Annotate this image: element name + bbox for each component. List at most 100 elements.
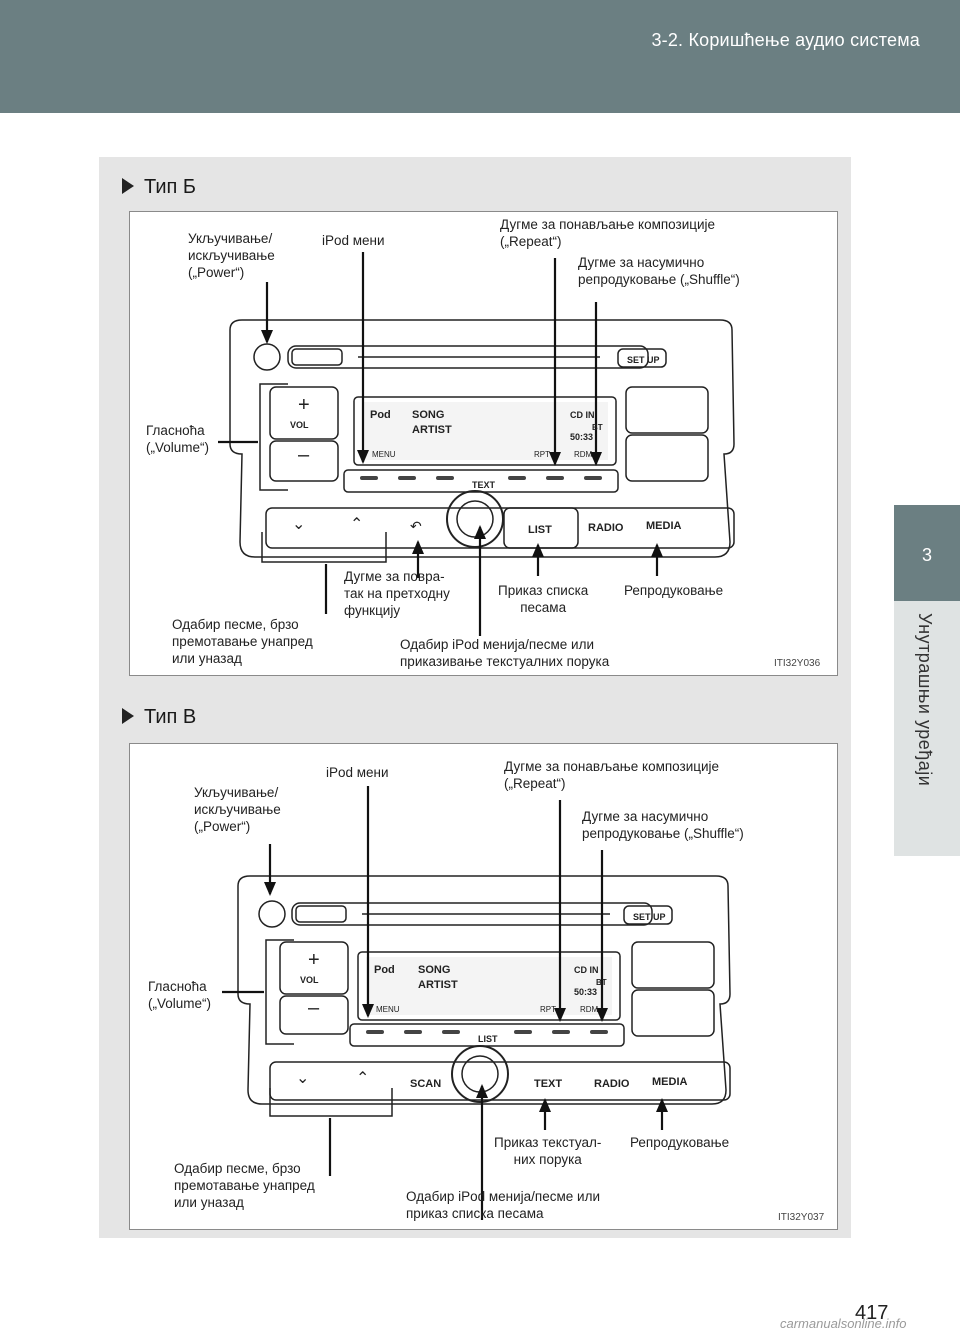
- vol-up-button: [279, 941, 349, 995]
- display-pod: Pod: [370, 409, 391, 421]
- display-cd-in: CD IN: [574, 965, 599, 975]
- label-power: Укључивање/ искључивање („Power“): [188, 231, 275, 280]
- display-frame: [353, 396, 617, 466]
- display-menu: MENU: [376, 1005, 400, 1014]
- seek-bracket: [261, 532, 387, 563]
- vol-down-button: [279, 995, 349, 1035]
- display-rpt: RPT: [540, 1005, 556, 1014]
- vol-up-button: [269, 386, 339, 440]
- triangle-bullet-icon: [122, 178, 134, 194]
- volume-bracket: [259, 383, 288, 491]
- selector-knob: [446, 490, 504, 548]
- watermark: carmanualsonline.info: [780, 1316, 907, 1331]
- display-time: 50:33: [570, 432, 594, 442]
- figure-code: ITI32Y036: [774, 658, 821, 669]
- setup-label: SET UP: [627, 355, 660, 365]
- label-seek: Одабир песме, брзо премотавање унапред и…: [174, 1161, 315, 1210]
- back-arrow-icon: ↶: [410, 518, 422, 534]
- display-screen: [362, 402, 608, 460]
- display-frame: [357, 951, 621, 1021]
- page-header: 3-2. Коришћење аудио система: [0, 0, 960, 113]
- display-screen: [366, 957, 612, 1015]
- unit-outline: [229, 319, 735, 558]
- display-rdm: RDM: [580, 1005, 599, 1014]
- chapter-tab: 3: [894, 505, 960, 601]
- section-title: 3-2. Коришћење аудио система: [651, 30, 920, 50]
- eject-button: [291, 348, 343, 366]
- display-bt: BT: [592, 423, 603, 432]
- list-button-label: LIST: [528, 524, 552, 536]
- display-bt: BT: [596, 978, 607, 987]
- seek-up-icon: ⌃: [356, 1070, 370, 1087]
- vol-label: VOL: [300, 975, 319, 985]
- selector-knob: [451, 1045, 509, 1103]
- label-volume: Гласноћа („Volume“): [146, 423, 210, 455]
- text-button-label: TEXT: [472, 480, 496, 490]
- label-repeat: Дугме за понављање композиције („Repeat“…: [504, 759, 720, 791]
- display-rpt: RPT: [534, 450, 550, 459]
- label-seek: Одабир песме, брзо премотавање унапред и…: [172, 617, 313, 666]
- cd-slot-panel: [287, 345, 649, 369]
- display-rdm: RDM: [574, 450, 593, 459]
- audio-unit-diagram-b: [218, 252, 735, 636]
- setup-button: [623, 905, 673, 925]
- text-button-label: TEXT: [534, 1078, 563, 1090]
- chapter-title: Унутрашњи уређаји: [915, 613, 935, 787]
- figure-code: ITI32Y037: [778, 1212, 825, 1223]
- label-shuffle: Дугме за насумично репродуковање („Shuff…: [582, 809, 744, 841]
- seek-down-icon: ⌄: [292, 516, 306, 533]
- vol-plus-icon: +: [298, 394, 310, 416]
- label-shuffle: Дугме за насумично репродуковање („Shuff…: [578, 255, 740, 287]
- display-pod: Pod: [374, 964, 395, 976]
- media-button-label: MEDIA: [646, 520, 682, 532]
- label-text: Приказ текстуал- них порука: [494, 1135, 602, 1167]
- section-b-title-text: Тип Б: [144, 176, 197, 198]
- vol-minus-icon: –: [298, 444, 310, 466]
- vol-minus-icon: –: [308, 997, 320, 1019]
- label-ipod-menu: iPod мени: [322, 233, 385, 248]
- page-number: 417: [855, 1302, 889, 1324]
- power-button: [253, 343, 281, 371]
- section-title-type-b: Тип Б: [122, 176, 196, 199]
- label-play: Репродуковање: [624, 583, 724, 598]
- setup-label: SET UP: [633, 912, 666, 922]
- seek-down-icon: ⌄: [296, 1070, 310, 1087]
- chapter-strip: Унутрашњи уређаји: [894, 601, 960, 856]
- label-ipod-menu: iPod мени: [326, 765, 389, 780]
- display-time: 50:33: [574, 987, 598, 997]
- radio-button-label: RADIO: [588, 522, 624, 534]
- triangle-bullet-icon: [122, 708, 134, 724]
- setup-button: [617, 348, 667, 368]
- display-menu: MENU: [372, 450, 396, 459]
- display-cd-in: CD IN: [570, 410, 595, 420]
- seek-up-icon: ⌃: [350, 516, 364, 533]
- label-list: Приказ списка песама: [498, 583, 589, 615]
- section-title-type-v: Тип В: [122, 706, 196, 729]
- label-knob: Одабир iPod менија/песме или приказ спис…: [406, 1189, 601, 1221]
- power-button: [258, 900, 286, 928]
- label-play: Репродуковање: [630, 1135, 730, 1150]
- vol-label: VOL: [290, 420, 309, 430]
- label-knob: Одабир iPod менија/песме или приказивање…: [400, 637, 610, 669]
- vol-plus-icon: +: [308, 949, 320, 971]
- display-song: SONG: [412, 409, 445, 421]
- display-artist: ARTIST: [412, 424, 452, 436]
- label-power: Укључивање/ искључивање („Power“): [194, 785, 281, 834]
- scan-button-label: SCAN: [410, 1078, 442, 1090]
- audio-unit-diagram-v: [222, 786, 731, 1220]
- display-song: SONG: [418, 964, 451, 976]
- vol-down-button: [269, 440, 339, 482]
- label-volume: Гласноћа („Volume“): [148, 979, 212, 1011]
- figure-type-b: SET UP VOL + – Pod SONG ARTIST CD IN BT …: [129, 211, 838, 676]
- list-button-label: LIST: [478, 1034, 498, 1044]
- chapter-number: 3: [921, 545, 932, 565]
- figure-type-v: SET UP VOL + – Pod SONG ARTIST CD IN BT …: [129, 743, 838, 1230]
- label-back: Дугме за повра- так на претходну функциј…: [344, 569, 450, 618]
- display-artist: ARTIST: [418, 979, 458, 991]
- label-repeat: Дугме за понављање композиције („Repeat“…: [500, 217, 716, 249]
- radio-button-label: RADIO: [594, 1078, 630, 1090]
- phone-hangup-button: [625, 434, 709, 482]
- section-v-title-text: Тип В: [144, 706, 197, 728]
- media-button-label: MEDIA: [652, 1076, 688, 1088]
- phone-answer-button: [625, 386, 709, 434]
